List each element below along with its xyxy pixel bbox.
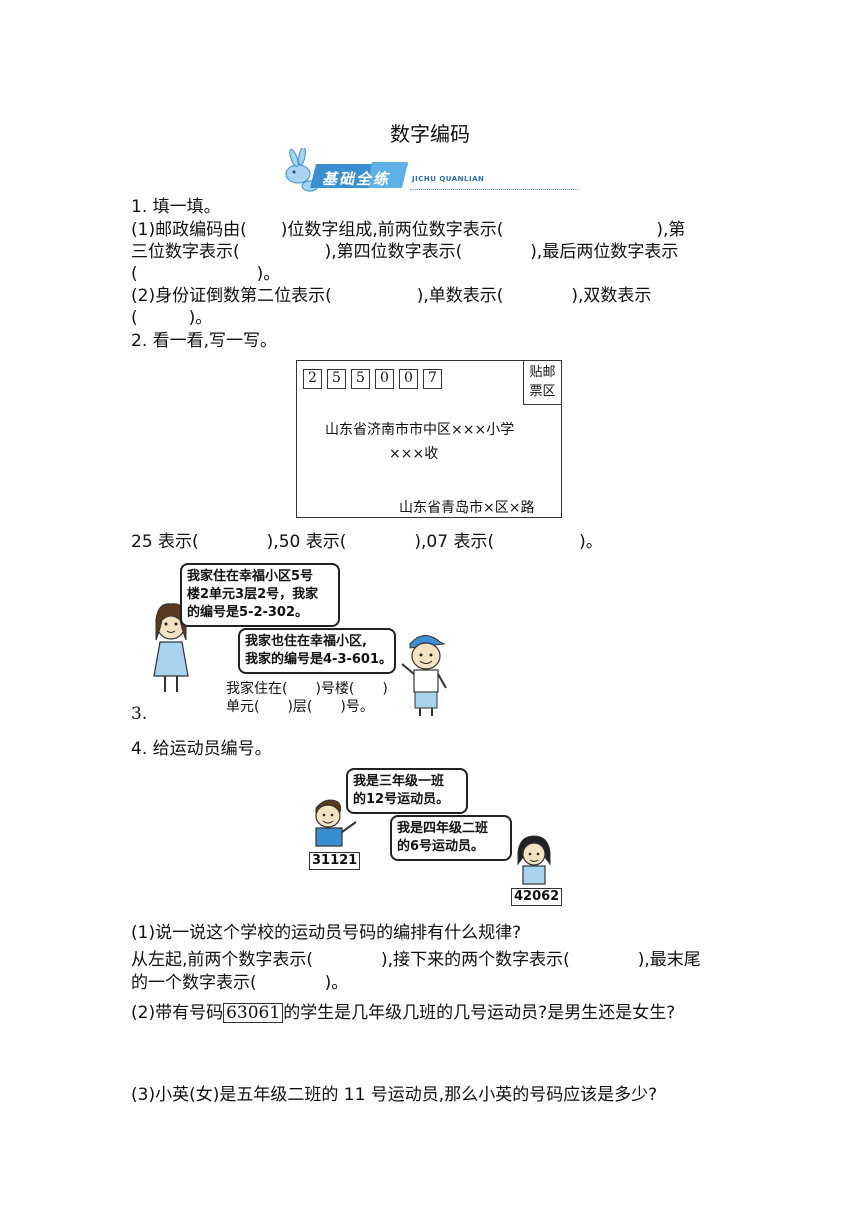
athlete-girl-icon [517, 835, 551, 885]
boy-bubble-line-1: 我家也住在幸福小区, [245, 634, 367, 649]
recipient-address: 山东省济南市市中区×××小学 [325, 422, 515, 438]
page-title: 数字编码 [390, 122, 470, 146]
girl-bubble-line-3: 的编号是5-2-302。 [187, 605, 309, 620]
q2-answer-line: 25 表示( ),50 表示( ),07 表示( )。 [131, 532, 603, 552]
banner-dotline [410, 189, 578, 190]
q4-part-1-line-a: 从左起,前两个数字表示( ),接下来的两个数字表示( ),最末尾 [131, 950, 701, 970]
q3-fill-line-1: 我家住在( )号楼( ) [226, 681, 388, 697]
boy-figure-icon [401, 635, 447, 716]
zip-digit-2: 5 [327, 369, 346, 389]
q2-heading: 2. 看一看,写一写。 [131, 331, 278, 351]
banner-subtitle: JICHU QUANLIAN [412, 175, 485, 183]
boy-speech-bubble: 我家也住在幸福小区, 我家的编号是4-3-601。 [238, 628, 396, 674]
q3-number: 3. [131, 704, 148, 724]
sender-address: 山东省青岛市×区×路 [399, 500, 535, 516]
rabbit-icon [285, 148, 319, 192]
q4-part-3: (3)小英(女)是五年级二班的 11 号运动员,那么小英的号码应该是多少? [131, 1085, 658, 1105]
q1-line-5: ( )。 [131, 308, 213, 328]
q1-line-3: ( )。 [131, 264, 281, 284]
q4-part-2-prefix: (2)带有号码 [131, 1003, 224, 1023]
q4-part-2-code: 63061 [223, 1003, 284, 1023]
girl-figure-icon [153, 603, 189, 692]
girl-speech-bubble: 我家住在幸福小区5号 楼2单元3层2号，我家 的编号是5-2-302。 [180, 563, 340, 627]
stamp-label-1: 贴邮 [529, 365, 556, 380]
boy-bubble-line-2: 我家的编号是4-3-601。 [245, 652, 393, 667]
zip-digit-5: 0 [399, 369, 418, 389]
athlete-girl-bubble: 我是四年级二班 的6号运动员。 [390, 815, 512, 861]
banner-graphic [285, 148, 408, 192]
athlete-girl-line-2: 的6号运动员。 [397, 839, 485, 854]
athlete-girl-line-1: 我是四年级二班 [397, 821, 489, 836]
zip-digit-1: 2 [303, 369, 322, 389]
q1-line-2: 三位数字表示( ),第四位数字表示( ),最后两位数字表示 [131, 242, 679, 262]
recipient-name: ×××收 [389, 446, 439, 462]
athlete-boy-bubble: 我是三年级一班 的12号运动员。 [346, 768, 468, 814]
girl-bubble-line-2: 楼2单元3层2号，我家 [187, 587, 319, 602]
athlete-boy-line-2: 的12号运动员。 [353, 792, 450, 807]
q3-fill-line-2: 单元( )层( )号。 [226, 699, 374, 715]
stamp-label-2: 票区 [529, 384, 556, 399]
girl-bubble-line-1: 我家住在幸福小区5号 [187, 569, 314, 584]
q4-heading: 4. 给运动员编号。 [131, 739, 272, 759]
zip-digit-4: 0 [375, 369, 394, 389]
q4-part-2-suffix: 的学生是几年级几班的几号运动员?是男生还是女生? [283, 1003, 676, 1023]
athlete-boy-number: 31121 [309, 852, 361, 870]
envelope: 2 5 5 0 0 7 贴邮 票区 山东省济南市市中区×××小学 ×××收 山东… [296, 360, 562, 518]
zip-digit-6: 7 [423, 369, 442, 389]
zip-digit-3: 5 [351, 369, 370, 389]
q1-heading: 1. 填一填。 [131, 197, 221, 217]
q1-line-1: (1)邮政编码由( )位数字组成,前两位数字表示( ),第 [131, 220, 686, 240]
q4-part-1: (1)说一说这个学校的运动员号码的编排有什么规律? [131, 923, 522, 943]
athlete-girl-number: 42062 [511, 888, 563, 906]
stamp-area: 贴邮 票区 [523, 361, 561, 405]
athlete-boy-line-1: 我是三年级一班 [353, 774, 445, 789]
banner-title: 基础全练 [322, 170, 391, 188]
q1-line-4: (2)身份证倒数第二位表示( ),单数表示( ),双数表示 [131, 286, 652, 306]
q4-part-1-line-b: 的一个数字表示( )。 [131, 973, 349, 993]
athlete-boy-icon [315, 799, 357, 847]
